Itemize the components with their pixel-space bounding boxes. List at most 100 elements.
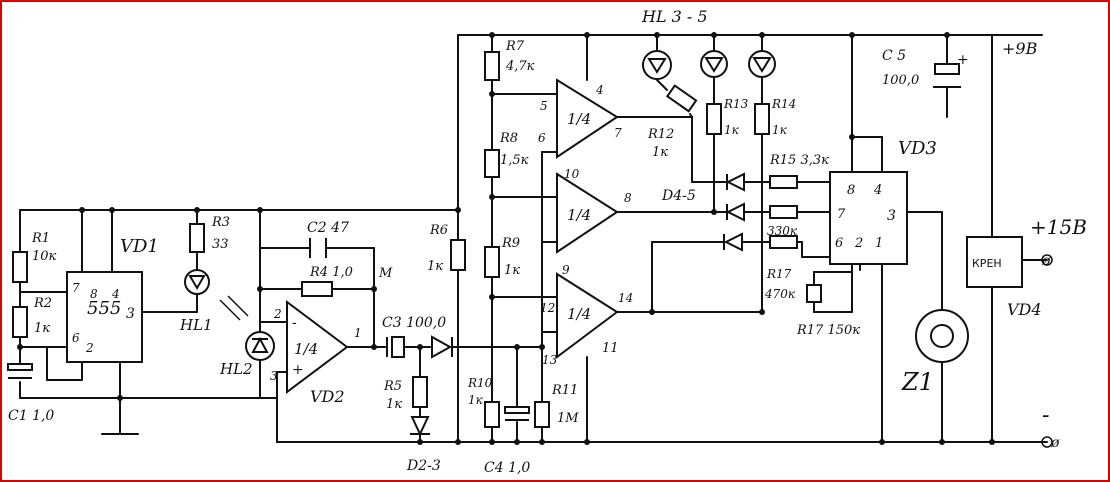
label-vd4: VD4 xyxy=(1007,300,1042,319)
label-r10-name: R10 xyxy=(467,376,493,390)
chip-vd4 xyxy=(966,236,1023,288)
pin-vd3-2: 2 xyxy=(854,236,863,251)
opamp-vd2 xyxy=(286,300,349,394)
diode-d23 xyxy=(410,416,430,437)
opamp-3 xyxy=(556,272,619,359)
resistor-r1 xyxy=(12,251,28,283)
label-r8-name: R8 xyxy=(499,131,518,146)
label-quarter-2: 1/4 xyxy=(567,206,591,224)
pin-vd3-1: 1 xyxy=(875,236,883,251)
pin-vd2-3: 3 xyxy=(270,369,278,383)
capacitor-c1 xyxy=(7,363,33,371)
label-plus9: +9В xyxy=(1002,39,1038,58)
label-plus15: +15В xyxy=(1030,215,1087,239)
chips xyxy=(66,171,1023,363)
resistor-r8 xyxy=(484,149,500,178)
label-m: М xyxy=(378,266,393,281)
resistor-r13 xyxy=(706,103,722,135)
opamps xyxy=(286,78,619,394)
wiring xyxy=(19,34,1048,443)
pin-op3-13: 13 xyxy=(542,353,558,367)
resistor-r11 xyxy=(534,401,550,428)
resistor-r10 xyxy=(484,401,500,428)
opamp-1 xyxy=(556,78,619,159)
led-hl5 xyxy=(748,50,776,78)
photodiode-hl2 xyxy=(245,331,275,361)
pin-vd1-3: 3 xyxy=(126,306,135,322)
label-r3-name: R3 xyxy=(211,215,230,230)
pin-op1-7: 7 xyxy=(614,126,622,140)
label-gnd-top: ø xyxy=(1041,253,1051,269)
pin-op2-9: 9 xyxy=(562,263,570,277)
label-kren: КРЕН xyxy=(972,257,1002,270)
pin-op1-6: 6 xyxy=(538,131,546,145)
label-c2: C2 47 xyxy=(307,220,349,236)
label-r5-name: R5 xyxy=(383,379,402,394)
resistor-r5 xyxy=(412,376,428,408)
pin-vd3-8: 8 xyxy=(847,183,855,198)
label-r7-name: R7 xyxy=(505,39,525,54)
resistor-r4 xyxy=(301,281,333,297)
diode-d1 xyxy=(431,335,453,359)
sign-c5-plus: + xyxy=(957,52,969,68)
diode-d5 xyxy=(725,202,745,222)
label-vd2: VD2 xyxy=(310,387,345,406)
led-hl4 xyxy=(700,50,728,78)
label-quarter-3: 1/4 xyxy=(567,305,591,323)
resistor-r3 xyxy=(189,223,205,253)
label-vd3: VD3 xyxy=(898,138,937,159)
diodes xyxy=(184,50,969,437)
label-r3-val: 33 xyxy=(212,237,229,252)
pin-vd1-6: 6 xyxy=(72,331,80,345)
label-r7-val: 4,7к xyxy=(505,59,535,74)
pin-vd1-4: 4 xyxy=(111,287,120,301)
label-c3: C3 100,0 xyxy=(382,315,446,331)
label-r17b: R17 150к xyxy=(796,323,860,338)
light-arrows xyxy=(219,295,249,321)
label-r6-val: 1к xyxy=(427,259,443,274)
pin-op3-14: 14 xyxy=(618,291,633,305)
label-c5-name: C 5 xyxy=(882,48,906,64)
label-r17-name: R17 xyxy=(766,267,792,281)
label-r11-val: 1М xyxy=(557,411,579,426)
label-quarter-1: 1/4 xyxy=(567,110,591,128)
pin-op2-8: 8 xyxy=(624,191,632,205)
label-r1-name: R1 xyxy=(31,231,50,246)
resistor-r9 xyxy=(484,246,500,278)
pin-vd1-2: 2 xyxy=(85,341,94,355)
diode-d4 xyxy=(725,172,745,192)
led-hl1 xyxy=(184,269,210,295)
resistor-r14 xyxy=(754,103,770,135)
labels: HL 3 - 5 +9В C 5 100,0 R7 4,7к R8 1,5к R… xyxy=(8,7,1087,476)
resistor-r16 xyxy=(769,205,798,219)
label-r13-val: 1к xyxy=(724,123,740,137)
label-r11-name: R11 xyxy=(551,383,578,398)
label-hl35: HL 3 - 5 xyxy=(641,7,708,26)
resistor-r15 xyxy=(769,175,798,189)
label-d45: D4-5 xyxy=(661,188,696,204)
label-d23: D2-3 xyxy=(406,458,441,474)
chip-vd1 xyxy=(66,271,143,363)
label-r12-name: R12 xyxy=(647,127,674,142)
resistor-r12 xyxy=(665,84,698,113)
resistor-r17b xyxy=(806,284,822,303)
pin-vd3-6: 6 xyxy=(835,236,843,251)
label-r9-name: R9 xyxy=(501,236,520,251)
capacitors xyxy=(7,63,961,421)
pin-vd2-2: 2 xyxy=(273,307,282,321)
label-r6-name: R6 xyxy=(429,223,448,238)
label-r14-name: R14 xyxy=(771,97,796,111)
label-r13-name: R13 xyxy=(723,97,749,111)
resistors xyxy=(12,51,822,428)
pin-vd3-7: 7 xyxy=(837,207,846,222)
diode-d6 xyxy=(723,232,743,252)
label-r2-name: R2 xyxy=(33,296,52,311)
label-c5-val: 100,0 xyxy=(882,73,919,88)
pin-op1-5: 5 xyxy=(540,99,548,113)
label-r9-val: 1к xyxy=(504,263,520,278)
label-z1: Z1 xyxy=(901,368,934,396)
label-r14-val: 1к xyxy=(772,123,788,137)
label-r4: R4 1,0 xyxy=(309,265,353,280)
label-r15: R15 3,3к xyxy=(769,153,829,168)
resistor-r17a xyxy=(769,235,798,249)
